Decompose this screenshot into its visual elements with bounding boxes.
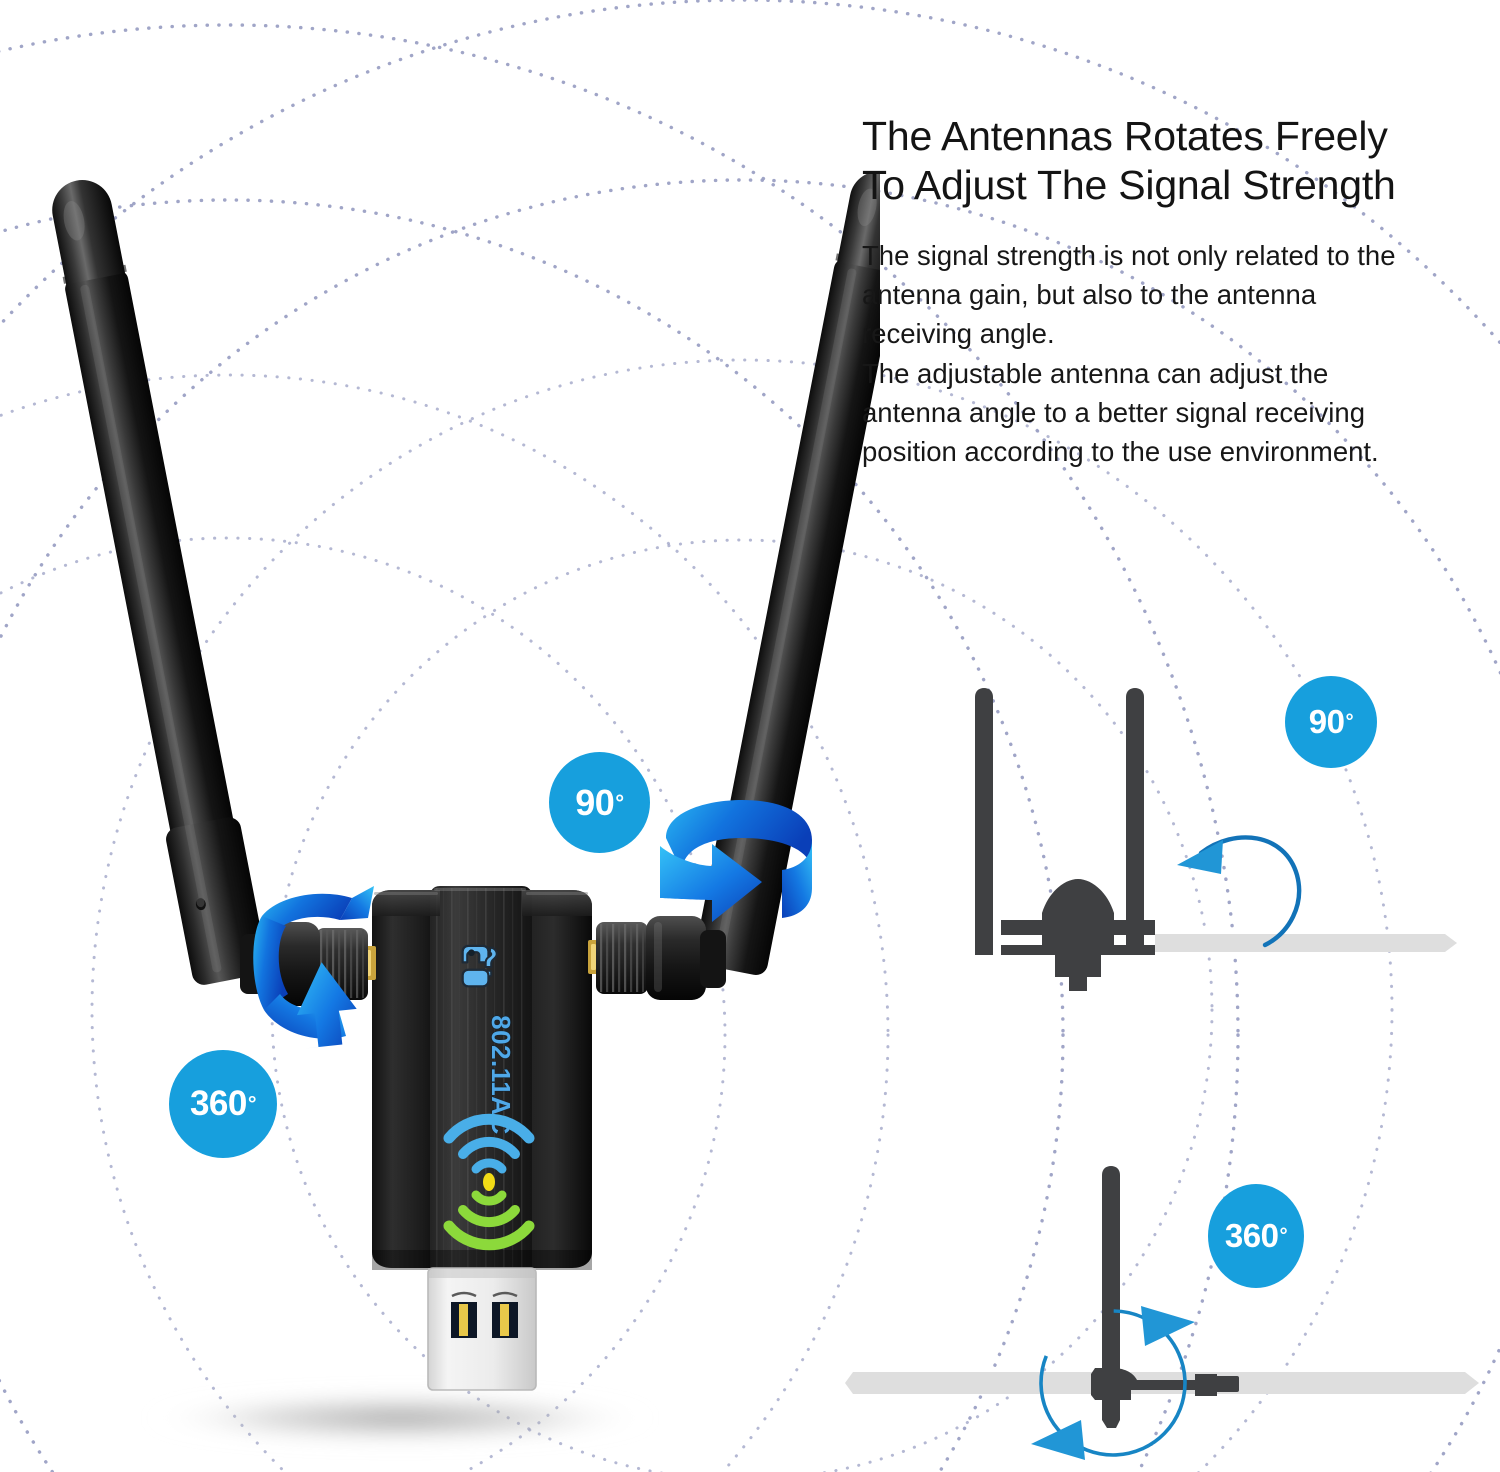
badge-90-degrees-topright: 90° xyxy=(1285,676,1377,768)
rotation-arrow-left-360 xyxy=(253,886,374,1049)
standard-label-802-11ac: 802.11AC xyxy=(486,1015,516,1135)
badge-360-degrees-main: 360° xyxy=(169,1050,277,1158)
brand-logo-glyph xyxy=(461,944,498,988)
usb-contact-right xyxy=(492,1291,518,1338)
wifi-adapter-product-illustration: 802.11AC xyxy=(52,171,880,1444)
badge-90-tr-value: 90 xyxy=(1308,703,1345,740)
left-antenna xyxy=(52,180,268,985)
badge-90-main-value: 90 xyxy=(575,781,615,823)
body-line-6: position according to the use environmen… xyxy=(862,435,1379,467)
body-line-2: antenna gain, but also to the antenna xyxy=(862,279,1317,311)
usb-connector xyxy=(427,1267,537,1391)
surface-bar-horizontal xyxy=(1155,934,1457,952)
adapter-silhouette xyxy=(1001,879,1155,955)
silhouette-antenna-vertical xyxy=(1102,1166,1120,1428)
body-line-5: antenna angle to a better signal receivi… xyxy=(862,396,1365,428)
silhouette-antenna-right xyxy=(1126,688,1144,955)
spin-arrow-360 xyxy=(1031,1306,1195,1460)
diagram-360-degree-spin xyxy=(845,1166,1479,1460)
diagram-90-degree-fold xyxy=(975,688,1457,991)
fold-arrow-90 xyxy=(1177,835,1302,948)
body-line-3: receiving angle. xyxy=(862,318,1055,350)
silhouette-antenna-left xyxy=(975,688,993,955)
right-antenna-connector xyxy=(588,916,726,1000)
headline-line-1: The Antennas Rotates Freely xyxy=(862,113,1388,159)
badge-360-main-value: 360 xyxy=(189,1084,247,1123)
product-drop-shadow xyxy=(145,1392,655,1444)
badge-360-degrees-bottomright: 360° xyxy=(1208,1184,1304,1288)
silhouette-base-hub xyxy=(1091,1368,1217,1400)
adapter-body xyxy=(372,886,592,1272)
wifi-signal-icon xyxy=(443,1113,535,1251)
body-line-1: The signal strength is not only related … xyxy=(862,240,1396,272)
text-content-column: The Antennas Rotates Freely To Adjust Th… xyxy=(862,112,1494,471)
body-line-4: The adjustable antenna can adjust the xyxy=(862,357,1329,389)
page-headline: The Antennas Rotates Freely To Adjust Th… xyxy=(862,112,1494,210)
rotation-arrow-right-90 xyxy=(660,800,812,922)
badge-90-degrees-main: 90° xyxy=(549,752,650,853)
body-description: The signal strength is not only related … xyxy=(862,236,1494,470)
badge-360-br-value: 360 xyxy=(1224,1217,1279,1254)
headline-line-2: To Adjust The Signal Strength xyxy=(862,162,1396,209)
usb-contact-left xyxy=(451,1291,477,1338)
